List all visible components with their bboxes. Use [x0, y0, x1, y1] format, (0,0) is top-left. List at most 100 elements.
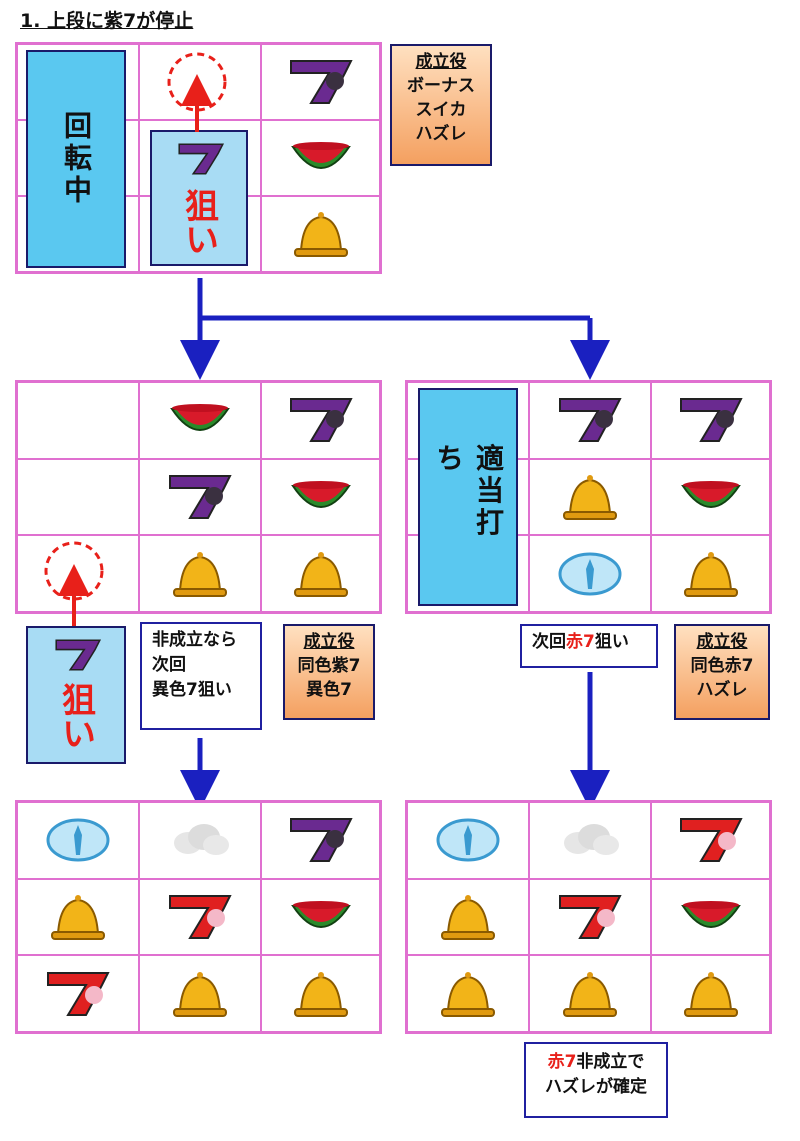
- role-item: ハズレ: [696, 680, 748, 700]
- roles-box-stage2-left: 成立役 同色紫7 異色7: [283, 624, 375, 720]
- reel-cell: [261, 802, 380, 879]
- reel-cell: [261, 535, 380, 612]
- purple-seven-icon: [289, 818, 353, 863]
- reel-cell: [17, 878, 139, 956]
- purple-seven-icon: [178, 143, 225, 175]
- note-line: 異色7狙い: [152, 680, 232, 700]
- reel-cell: [407, 878, 529, 956]
- red-seven-icon: [679, 818, 743, 863]
- reel-cell: [139, 802, 261, 879]
- cloud-icon: [564, 824, 619, 856]
- reel-cell: [17, 458, 139, 536]
- reel-cell: [261, 382, 380, 459]
- reel-cell: [17, 382, 139, 459]
- random-press-box: 適当打ち: [418, 388, 518, 606]
- reel-cell: [407, 802, 529, 879]
- reel-cell: [261, 196, 380, 272]
- note-line: 次回: [152, 655, 186, 675]
- bell-icon: [563, 971, 617, 1017]
- purple-seven-icon: [679, 398, 743, 443]
- reel-cell: [17, 535, 139, 612]
- reel-cell: [139, 382, 261, 459]
- bell-icon: [683, 971, 738, 1017]
- random-press-label: 適当打ち: [432, 443, 505, 540]
- note-box-stage2-left: 非成立なら 次回 異色7狙い: [140, 622, 262, 730]
- aim-box-stage1: 狙い: [150, 130, 248, 266]
- bell-icon: [173, 971, 227, 1017]
- cloud-icon: [174, 824, 229, 856]
- reel-cell: [139, 878, 261, 956]
- reel-cell: [261, 458, 380, 536]
- reel-cell: [651, 802, 770, 879]
- spinning-reel-box: 回転中: [26, 50, 126, 268]
- note-box-stage2-right: 次回赤7狙い: [520, 624, 658, 668]
- replay-icon: [436, 818, 500, 862]
- red-seven-icon: [169, 894, 232, 939]
- purple-seven-icon: [169, 474, 232, 519]
- reel-cell: [17, 955, 139, 1032]
- page-title: 1. 上段に紫7が停止: [20, 10, 194, 32]
- reel-cell: [261, 44, 380, 120]
- aim-box-stage2-left: 狙い: [26, 626, 126, 764]
- aim-label: 狙い: [55, 682, 96, 750]
- reel-cell: [529, 955, 651, 1032]
- roles-heading: 成立役: [303, 632, 355, 652]
- note-red-text: 赤7: [547, 1052, 577, 1072]
- role-item: ボーナス: [407, 76, 475, 96]
- note-text: 次回: [532, 632, 566, 652]
- reel-cell: [651, 458, 770, 536]
- target-circle-icon: [167, 52, 227, 112]
- bell-icon: [683, 551, 738, 597]
- note-box-stage3-right: 赤7非成立で ハズレが確定: [524, 1042, 668, 1118]
- roles-box-stage2-right: 成立役 同色赤7 ハズレ: [674, 624, 770, 720]
- replay-icon: [46, 818, 110, 862]
- reel-cell: [261, 955, 380, 1032]
- role-item: スイカ: [415, 100, 467, 120]
- bell-icon: [51, 894, 105, 940]
- reel-cell: [17, 802, 139, 879]
- reel-cell: [261, 878, 380, 956]
- replay-icon: [558, 552, 622, 596]
- roles-box-stage1: 成立役 ボーナス スイカ ハズレ: [390, 44, 492, 166]
- red-seven-icon: [559, 894, 622, 939]
- reel-cell: [139, 535, 261, 612]
- role-item: 同色赤7: [690, 656, 754, 676]
- watermelon-icon: [680, 480, 741, 508]
- role-item: 異色7: [306, 680, 352, 700]
- watermelon-icon: [290, 480, 351, 508]
- reel-cell: [651, 382, 770, 459]
- note-text: ハズレが確定: [545, 1077, 647, 1097]
- reel-cell: [529, 878, 651, 956]
- bell-icon: [173, 551, 227, 597]
- red-seven-icon: [47, 971, 110, 1016]
- bell-icon: [563, 474, 617, 520]
- watermelon-icon: [290, 900, 351, 928]
- reel-grid-stage3-right: [405, 800, 772, 1034]
- reel-cell: [139, 458, 261, 536]
- purple-seven-icon: [559, 398, 622, 443]
- reel-cell: [529, 802, 651, 879]
- roles-heading: 成立役: [415, 52, 467, 72]
- watermelon-icon: [680, 900, 741, 928]
- reel-grid-stage3-left: [15, 800, 382, 1034]
- purple-seven-icon: [289, 60, 353, 104]
- note-line: 非成立なら: [152, 630, 237, 650]
- bell-icon: [293, 551, 348, 597]
- reel-cell: [139, 955, 261, 1032]
- bell-icon: [293, 212, 348, 257]
- note-red-text: 赤7: [566, 632, 595, 652]
- reel-cell: [529, 535, 651, 612]
- reel-cell: [651, 878, 770, 956]
- reel-cell: [651, 955, 770, 1032]
- target-circle-icon: [44, 541, 104, 601]
- reel-cell: [261, 120, 380, 196]
- purple-seven-icon: [289, 398, 353, 443]
- bell-icon: [441, 894, 495, 940]
- reel-cell: [529, 458, 651, 536]
- aim-label: 狙い: [178, 188, 219, 256]
- roles-heading: 成立役: [696, 632, 748, 652]
- note-text: 狙い: [594, 632, 629, 652]
- reel-cell: [529, 382, 651, 459]
- bell-icon: [293, 971, 348, 1017]
